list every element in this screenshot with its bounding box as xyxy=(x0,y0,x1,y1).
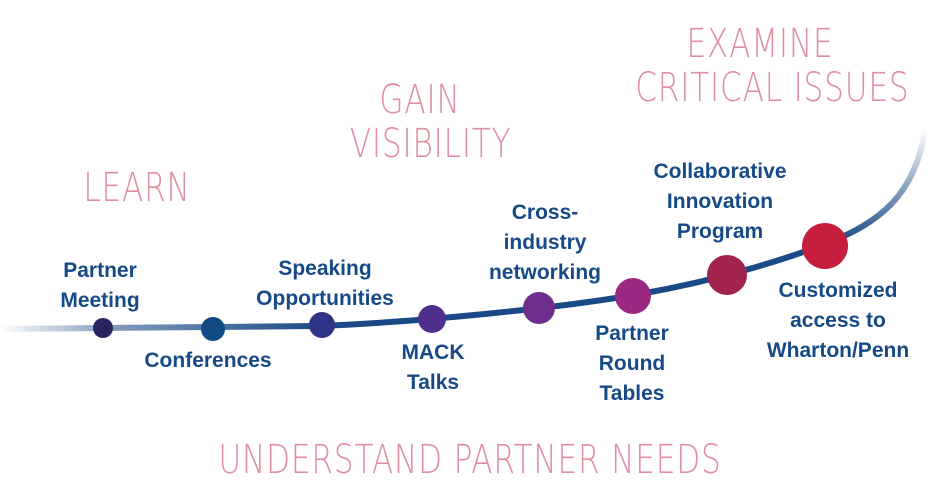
milestone-dot-collaborative-innovation-program xyxy=(707,255,747,295)
label-line: Cross- xyxy=(511,201,579,224)
label-line: Wharton/Penn xyxy=(766,339,910,362)
label-line: Speaking xyxy=(278,257,372,280)
label-line: Tables xyxy=(599,382,665,405)
label-customized-access: Customized access to Wharton/Penn xyxy=(748,276,928,366)
label-speaking-opportunities: Speaking Opportunities xyxy=(240,254,410,314)
label-line: Round xyxy=(598,352,666,375)
milestone-dot-partner-round-tables xyxy=(615,278,651,314)
phase-examine: EXAMINE CRITICAL ISSUES xyxy=(635,21,910,111)
label-line: Collaborative xyxy=(653,160,787,183)
label-mack-talks: MACK Talks xyxy=(378,338,488,398)
phase-learn: LEARN xyxy=(83,165,191,211)
phase-gain-line1: GAIN xyxy=(379,77,461,123)
label-collaborative-innovation: Collaborative Innovation Program xyxy=(630,157,810,247)
label-line: Partner xyxy=(63,259,137,282)
label-conferences: Conferences xyxy=(118,346,298,376)
milestone-dot-mack-talks xyxy=(418,305,446,333)
phase-understand: UNDERSTAND PARTNER NEEDS xyxy=(218,437,722,483)
label-line: Talks xyxy=(406,371,460,394)
label-line: Partner xyxy=(595,322,669,345)
milestone-dot-conferences xyxy=(201,317,225,341)
label-line: Program xyxy=(676,220,764,243)
label-line: Innovation xyxy=(666,190,774,213)
label-line: Conferences xyxy=(144,349,272,372)
label-line: Customized xyxy=(778,279,898,302)
milestone-dot-customized-access xyxy=(802,223,848,269)
curve-right-fade xyxy=(826,129,928,246)
phase-gain-visibility: GAIN VISIBILITY xyxy=(349,77,512,167)
label-line: Meeting xyxy=(60,289,140,312)
label-line: networking xyxy=(488,261,601,284)
milestone-dot-cross-industry-networking xyxy=(523,292,555,324)
label-line: industry xyxy=(503,231,587,254)
label-line: MACK xyxy=(401,341,465,364)
milestone-dot-partner-meeting xyxy=(93,318,113,338)
label-line: access to xyxy=(790,309,886,332)
label-cross-industry: Cross- industry networking xyxy=(470,198,620,288)
phase-examine-line2: CRITICAL ISSUES xyxy=(635,65,910,111)
label-line: Opportunities xyxy=(256,287,394,310)
milestone-dot-speaking-opportunities xyxy=(309,312,335,338)
curve-left-fade xyxy=(0,323,321,332)
phase-examine-line1: EXAMINE xyxy=(686,21,834,67)
label-partner-round-tables: Partner Round Tables xyxy=(572,319,692,409)
phase-gain-line2: VISIBILITY xyxy=(349,121,512,167)
label-partner-meeting: Partner Meeting xyxy=(40,256,160,316)
